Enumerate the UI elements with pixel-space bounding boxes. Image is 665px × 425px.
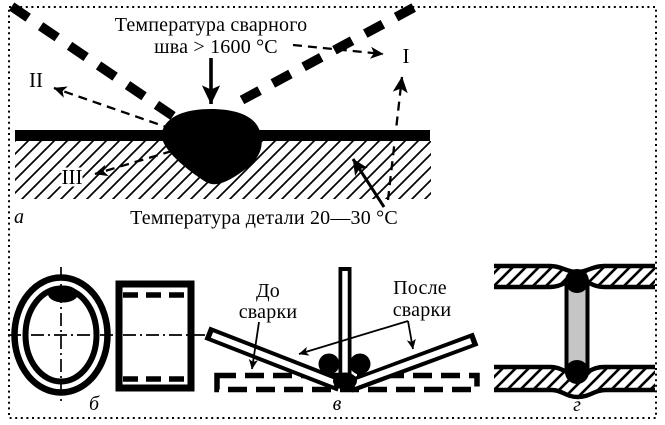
sleeve-side-view (115, 280, 195, 392)
weld-nugget-top (565, 269, 589, 293)
before-welding-caption-line2: сварки (239, 301, 298, 323)
weld-bead (161, 109, 262, 185)
after-welding-pointer-right-icon (406, 320, 416, 350)
ray-i-top-arrow-icon (292, 43, 384, 59)
panel-b-pipe-joint-diagram: б (8, 267, 206, 415)
panel-v-label: в (333, 393, 342, 415)
filler-bar (566, 281, 588, 373)
left-plate-after-core (210, 332, 337, 386)
before-welding-caption-line1: До (256, 280, 280, 302)
ray-ii-arrow-icon (53, 86, 173, 131)
ray-i-vertical-arrow-icon (386, 76, 408, 201)
part-temp-caption: Температура детали 20—30 °C (130, 207, 398, 229)
weld-temp-caption-line2: шва > 1600 °C (154, 36, 278, 58)
after-welding-caption-line1: После (393, 277, 447, 299)
panel-g-label: г (573, 394, 581, 416)
bottom-plate-bottom-edge (494, 387, 655, 400)
weld-pool-bottom (333, 372, 357, 390)
ray-ii-label: II (29, 68, 43, 92)
ray-iii-arrow-icon (94, 149, 173, 177)
ray-iii-label: III (62, 165, 83, 189)
ray-i-label: I (403, 44, 410, 68)
after-welding-pointer-left-icon (298, 320, 409, 356)
panel-v-deformation-diagram: До сварки После сварки в (204, 267, 480, 415)
weld-temp-caption-line1: Температура сварного (115, 14, 308, 36)
after-welding-caption-line2: сварки (393, 299, 452, 321)
weld-pool-left (318, 353, 340, 375)
dotted-border (8, 6, 657, 419)
panel-g-plate-joint-diagram: г (494, 263, 655, 416)
right-plate-after-core (352, 338, 473, 387)
weld-spot (48, 285, 78, 303)
panel-a-weld-heat-diagram: Температура сварного шва > 1600 °C Темпе… (5, 0, 431, 229)
panel-a-label: а (14, 206, 24, 228)
before-welding-pointer-icon (248, 321, 260, 370)
weld-pool-right (349, 353, 371, 375)
part-temp-pointer-arrow-icon (351, 158, 386, 208)
panel-b-label: б (89, 393, 100, 415)
weld-nugget-bottom (565, 360, 589, 384)
